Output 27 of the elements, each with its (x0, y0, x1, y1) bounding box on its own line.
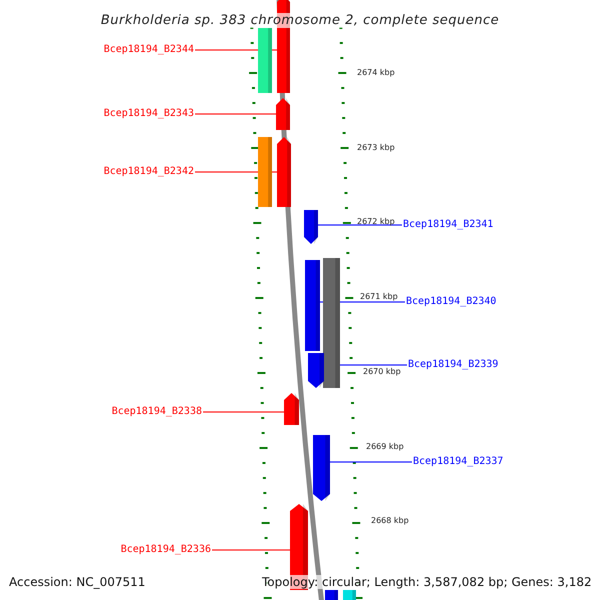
gene-label: Bcep18194_B2342 (104, 166, 194, 178)
gene-feature (308, 353, 324, 388)
scale-label: 2674 kbp (357, 68, 395, 78)
gene-label: Bcep18194_B2340 (406, 296, 496, 308)
scale-label: 2672 kbp (357, 217, 395, 227)
gene-label: Bcep18194_B2343 (104, 108, 194, 120)
gene-label: Bcep18194_B2339 (408, 359, 498, 371)
scale-label: 2669 kbp (366, 442, 404, 452)
gene-feature (277, 137, 291, 207)
scale-label: 2671 kbp (360, 292, 398, 302)
diagram-title: Burkholderia sp. 383 chromosome 2, complete sequence (100, 13, 500, 28)
gene-feature (313, 435, 330, 501)
gene-label: Bcep18194_B2337 (413, 456, 504, 468)
accession-text: Accession: NC_007511 (9, 575, 146, 589)
scale-label: 2673 kbp (357, 143, 395, 153)
leader-line (318, 224, 402, 226)
gene-feature (304, 210, 318, 244)
sequence-info-text: Topology: circular; Length: 3,587,082 bp; Genes: 3,182 (262, 575, 592, 589)
gene-feature (276, 98, 290, 130)
gene-label: Bcep18194_B2341 (403, 219, 494, 231)
scale-label: 2668 kbp (371, 516, 409, 526)
scale-label: 2670 kbp (363, 367, 401, 377)
gene-feature (284, 393, 299, 425)
gene-label: Bcep18194_B2338 (112, 406, 202, 418)
gene-feature (305, 260, 320, 351)
gene-label: Bcep18194_B2344 (104, 44, 194, 56)
gene-label: Bcep18194_B2336 (120, 544, 211, 556)
